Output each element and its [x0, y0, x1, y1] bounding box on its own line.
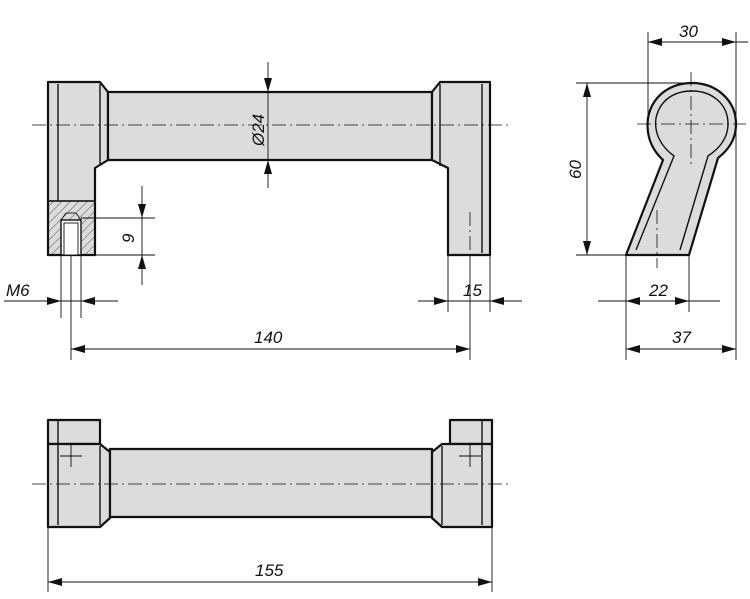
overall-length-dimension: 155 [47, 527, 493, 592]
height-dimension: 60 [566, 82, 692, 256]
side-width-top-dimension: 30 [647, 22, 748, 124]
left-tab [46, 418, 102, 446]
thread-dimension: M6 [4, 255, 118, 318]
side-overall-label: 37 [672, 328, 691, 347]
right-tab [448, 418, 494, 446]
hole-spacing-label: 140 [254, 328, 283, 347]
top-handle-bar [108, 447, 434, 519]
handle-bar [106, 90, 434, 162]
foot-width-dimension: 15 [418, 255, 522, 312]
height-label: 60 [566, 160, 585, 179]
side-profile [624, 81, 738, 257]
side-view [624, 72, 746, 268]
thread-label: M6 [6, 281, 30, 300]
top-view [32, 418, 508, 529]
side-width-top-label: 30 [679, 22, 698, 41]
diameter-label: Ø24 [249, 114, 268, 147]
thread-depth-dimension: 9 [81, 186, 155, 285]
side-base-dimension: 22 [598, 255, 720, 360]
diameter-dimension: Ø24 [249, 62, 272, 188]
right-end-block [430, 442, 494, 529]
front-view [32, 80, 508, 257]
foot-width-label: 15 [463, 281, 482, 300]
side-base-label: 22 [648, 281, 668, 300]
hole-spacing-dimension: 140 [70, 255, 471, 360]
thread-depth-label: 9 [119, 233, 138, 243]
side-overall-dimension: 37 [626, 124, 737, 360]
overall-length-label: 155 [255, 561, 284, 580]
